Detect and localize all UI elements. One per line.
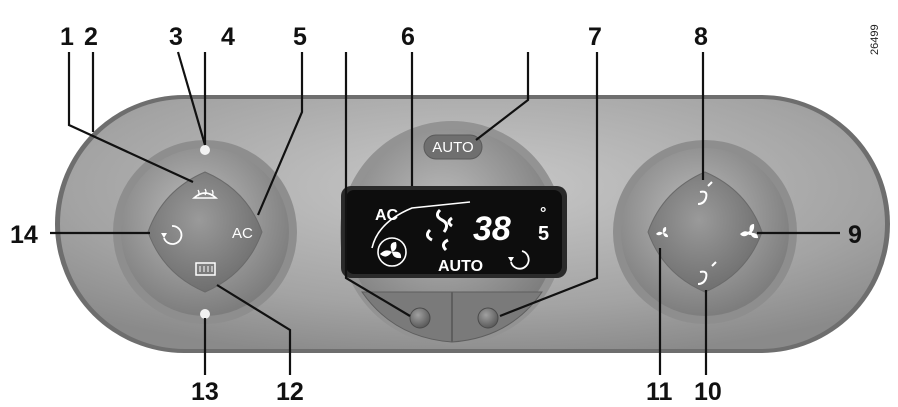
temperature-down-knob[interactable] bbox=[409, 307, 431, 329]
callout-4: 4 bbox=[221, 23, 235, 51]
rear-demist-button[interactable] bbox=[195, 262, 216, 276]
small-fan-icon bbox=[656, 227, 668, 238]
callout-13: 13 bbox=[191, 378, 219, 406]
indicator-light-top bbox=[200, 145, 210, 155]
callout-7: 7 bbox=[588, 23, 602, 51]
callout-14: 14 bbox=[10, 221, 38, 249]
fan-icon bbox=[377, 237, 407, 267]
lcd-ac-indicator: AC bbox=[375, 207, 399, 224]
air-distribution-feet-icon bbox=[697, 270, 708, 285]
seat-outline-icon bbox=[371, 201, 471, 249]
ac-button-label: AC bbox=[232, 225, 253, 242]
air-distribution-icon bbox=[697, 190, 708, 205]
callout-5: 5 bbox=[293, 23, 307, 51]
fan-speed-decrease-button[interactable] bbox=[656, 227, 668, 238]
callout-9: 9 bbox=[848, 221, 862, 249]
windscreen-demist-button[interactable] bbox=[191, 188, 219, 199]
left-dial: AC bbox=[113, 140, 297, 324]
auto-button-label: AUTO bbox=[432, 139, 473, 156]
airflow-mode-icon bbox=[425, 208, 453, 252]
air-distribution-down-button[interactable] bbox=[697, 261, 717, 285]
auto-button[interactable]: AUTO bbox=[423, 134, 483, 160]
temperature-degree: ° bbox=[540, 205, 546, 222]
callout-11: 11 bbox=[646, 378, 673, 406]
leader-lines bbox=[50, 51, 840, 375]
callout-3: 3 bbox=[169, 23, 183, 51]
large-fan-icon bbox=[740, 224, 758, 239]
callout-10: 10 bbox=[694, 378, 722, 406]
callout-2: 2 bbox=[84, 23, 98, 51]
recirculation-icon bbox=[163, 225, 183, 245]
air-distribution-up-button[interactable] bbox=[697, 181, 713, 205]
callouts: 1 2 3 4 5 6 7 8 9 10 11 12 13 14 bbox=[10, 23, 862, 406]
callout-1: 1 bbox=[60, 23, 74, 51]
callout-12: 12 bbox=[276, 378, 304, 406]
figure-reference: 26499 bbox=[869, 24, 881, 55]
recirculation-button-left[interactable] bbox=[161, 225, 183, 245]
right-dial bbox=[613, 140, 797, 324]
callout-6: 6 bbox=[401, 23, 415, 51]
indicator-light-bottom bbox=[200, 309, 210, 319]
fan-speed-increase-button[interactable] bbox=[740, 224, 758, 239]
centre-unit: AUTO AC 38 ° 5 AUTO bbox=[340, 121, 567, 345]
callout-8: 8 bbox=[694, 23, 708, 51]
rear-screen-icon bbox=[195, 262, 216, 276]
lcd-display: AC 38 ° 5 AUTO bbox=[341, 186, 567, 278]
lcd-recirculation-icon bbox=[508, 250, 530, 270]
temperature-up-knob[interactable] bbox=[477, 307, 499, 329]
lcd-auto-indicator: AUTO bbox=[438, 258, 483, 275]
temperature-value: 38 bbox=[473, 210, 511, 248]
ac-button[interactable]: AC bbox=[232, 225, 253, 242]
temperature-decimal: 5 bbox=[538, 223, 549, 245]
